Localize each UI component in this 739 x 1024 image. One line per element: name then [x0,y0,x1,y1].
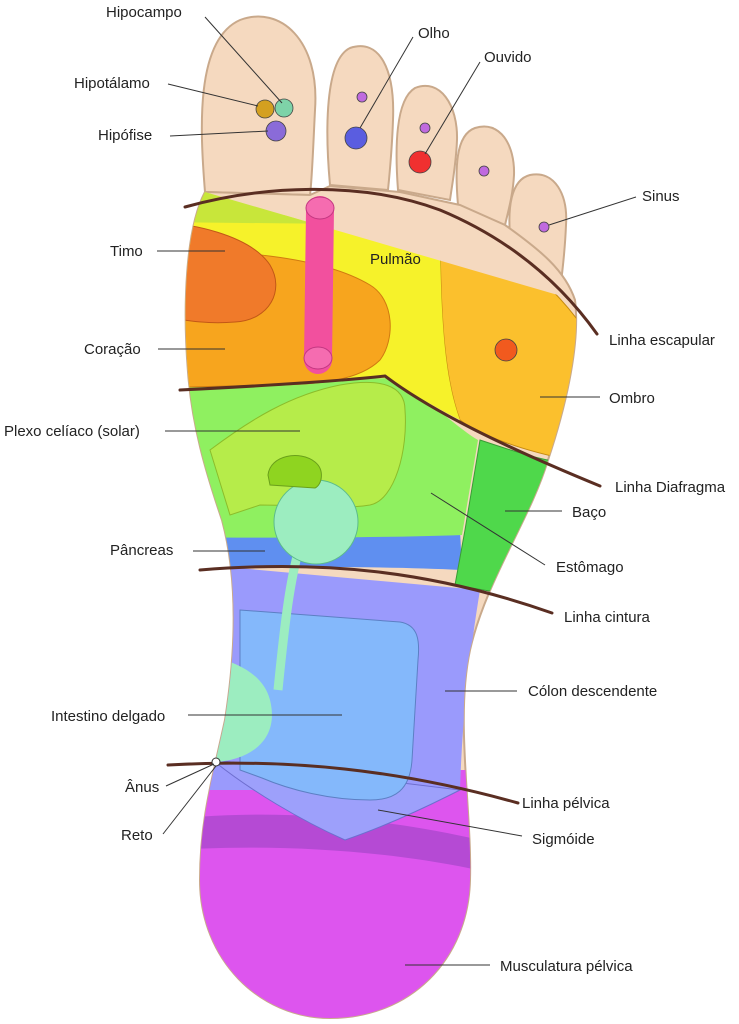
label-hipofise: Hipófise [98,127,152,144]
dot-olho [344,126,368,150]
linha-escapular-line [183,187,599,336]
zone-gallbladder [267,455,322,489]
dot-hipofise [265,120,287,142]
label-coracao: Coração [84,341,141,358]
toe-5 [508,173,568,293]
linha-cintura-line [198,564,554,615]
label-sinus: Sinus [642,188,680,205]
esophagus [303,196,335,374]
label-estomago: Estômago [556,559,624,576]
dot-hipocampo [274,98,294,118]
label-reto: Reto [121,827,153,844]
zone-pelvic-band [185,814,520,880]
leader-lines [157,16,637,966]
label-linha-cintura: Linha cintura [564,609,651,626]
label-sigmoide: Sigmóide [532,831,595,848]
label-olho: Olho [418,25,450,42]
label-timo: Timo [110,243,143,260]
label-musculatura: Musculatura pélvica [500,958,633,975]
dot-toe2 [356,91,368,103]
labels: Hipocampo Hipotálamo Hipófise Olho Ouvid… [4,4,726,975]
zone-timo [185,221,277,324]
toe-2 [326,45,395,192]
zone-pancreas [273,479,359,565]
label-intestino: Intestino delgado [51,708,165,725]
label-anus: Ânus [125,779,159,796]
label-hipotalamo: Hipotálamo [74,75,150,92]
dot-toe3 [419,122,431,134]
dot-ombro [494,338,518,362]
label-ombro: Ombro [609,390,655,407]
dot-hipotalamo [255,99,275,119]
label-ouvido: Ouvido [484,49,532,66]
label-linha-pelvica: Linha pélvica [522,795,610,812]
dot-toe4 [478,165,490,177]
toe-3 [395,85,459,202]
dot-sinus [538,221,550,233]
label-pancreas: Pâncreas [110,542,173,559]
linha-diafragma-line [178,374,602,488]
label-linha-diafragma: Linha Diafragma [615,479,726,496]
label-linha-escapular: Linha escapular [609,332,715,349]
label-pulmao: Pulmão [370,251,421,268]
label-plexo: Plexo celíaco (solar) [4,423,140,440]
dot-ouvido [408,150,432,174]
label-hipocampo: Hipocampo [106,4,182,21]
label-baco: Baço [572,504,606,521]
label-colon: Cólon descendente [528,683,657,700]
reflex-zones [185,192,577,1018]
